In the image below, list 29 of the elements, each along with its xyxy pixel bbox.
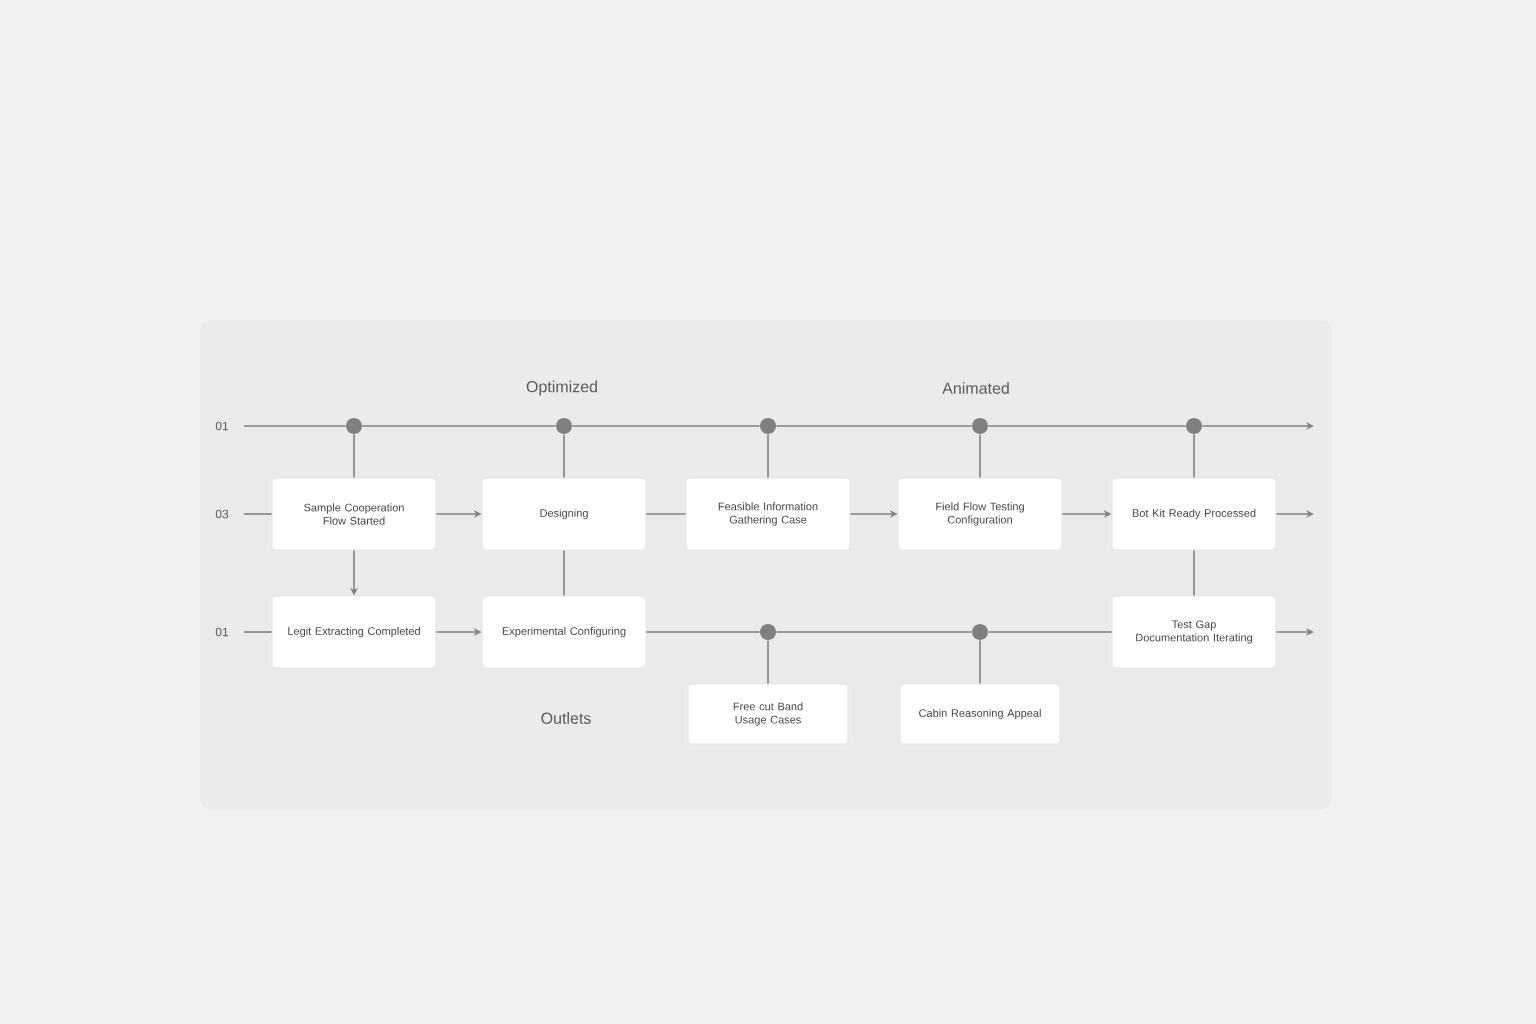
connector-line	[361, 425, 557, 427]
connector-line	[571, 425, 761, 427]
junction-dot	[972, 624, 988, 640]
connector-line	[645, 513, 687, 515]
connector-line	[563, 433, 565, 479]
connector-line	[243, 513, 273, 515]
section-heading: Animated	[940, 380, 1012, 396]
connector-line	[979, 433, 981, 479]
connector-line	[563, 549, 565, 597]
connector-line	[987, 631, 1113, 633]
junction-dot	[556, 418, 572, 434]
connector-line	[767, 433, 769, 479]
junction-dot	[1186, 418, 1202, 434]
connector-line	[767, 639, 769, 685]
connector-line	[243, 425, 347, 427]
connector-line	[979, 639, 981, 685]
junction-dot	[346, 418, 362, 434]
connector-line	[987, 425, 1187, 427]
connector-line	[1193, 433, 1195, 479]
junction-dot	[760, 624, 776, 640]
section-heading: Outlets	[538, 710, 594, 726]
junction-dot	[972, 418, 988, 434]
connector-line	[353, 433, 355, 479]
connector-line	[1193, 549, 1195, 597]
connector-line	[775, 425, 973, 427]
junction-dot	[760, 418, 776, 434]
connector-line	[243, 631, 273, 633]
connector-line	[775, 631, 973, 633]
connector-line	[645, 631, 761, 633]
